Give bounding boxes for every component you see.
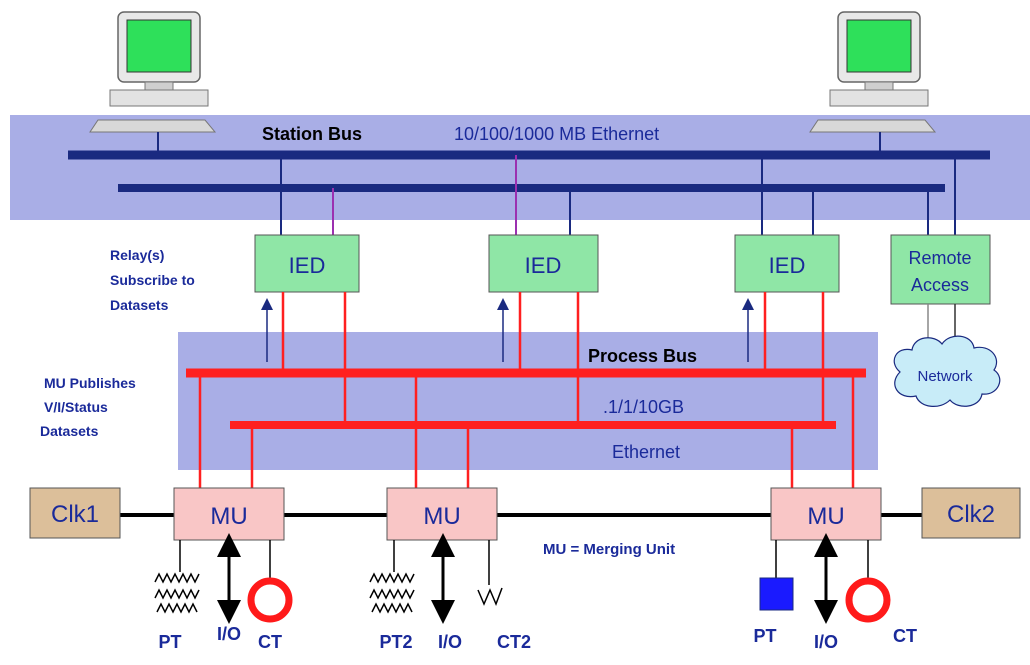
merging-unit-2: MU xyxy=(386,487,498,541)
mu-publishes-line1: MU Publishes xyxy=(44,375,136,391)
ied-3: IED xyxy=(734,234,840,293)
process-bus-band xyxy=(178,332,878,470)
mu-3-label: MU xyxy=(807,503,844,530)
remote-access-line2: Access xyxy=(911,275,969,295)
workstation-right-icon xyxy=(809,11,937,133)
process-bus-label: Process Bus xyxy=(588,346,697,366)
clock-2-label: Clk2 xyxy=(947,501,995,528)
clock-1-label: Clk1 xyxy=(51,501,99,528)
workstation-left-icon xyxy=(89,11,217,133)
pt-winding-2-icon xyxy=(369,572,415,614)
mu-publishes-annotation: MU Publishes V/I/Status Datasets xyxy=(40,375,136,439)
process-ethernet-label: Ethernet xyxy=(612,442,680,462)
ct-ring-3-icon xyxy=(845,577,891,623)
ied-2: IED xyxy=(488,234,599,293)
ied-1-label: IED xyxy=(289,253,326,278)
ct2-symbol-icon xyxy=(477,587,503,607)
pt-square-icon xyxy=(759,577,794,611)
mu-1-pt-label: PT xyxy=(158,632,181,652)
mu-publishes-line3: Datasets xyxy=(40,423,99,439)
ct-ring-1-icon xyxy=(247,577,293,623)
ied-2-label: IED xyxy=(525,253,562,278)
mu-2-ct-label: CT2 xyxy=(497,632,531,652)
process-speed-label: .1/1/10GB xyxy=(603,397,684,417)
relay-annotation-line1: Relay(s) xyxy=(110,247,164,263)
merging-unit-3: MU xyxy=(770,487,882,541)
mu-publishes-line2: V/I/Status xyxy=(44,399,108,415)
mu-3-ct-label: CT xyxy=(893,626,917,646)
ied-3-label: IED xyxy=(769,253,806,278)
pt-winding-1-icon xyxy=(154,572,200,614)
relay-annotation-line2: Subscribe to xyxy=(110,272,195,288)
remote-access-box: Remote Access xyxy=(890,234,991,305)
mu-2-pt-label: PT2 xyxy=(379,632,412,652)
mu-3-pt-label: PT xyxy=(753,626,776,646)
mu-1-label: MU xyxy=(210,503,247,530)
mu-2-label: MU xyxy=(423,503,460,530)
clock-2-box: Clk2 xyxy=(921,487,1021,539)
station-ethernet-label: 10/100/1000 MB Ethernet xyxy=(454,124,659,144)
relay-annotation: Relay(s) Subscribe to Datasets xyxy=(110,247,195,313)
station-bus-label: Station Bus xyxy=(262,124,362,144)
mu-2-io-label: I/O xyxy=(438,632,462,652)
mu-1-ct-label: CT xyxy=(258,632,282,652)
ied-1: IED xyxy=(254,234,360,293)
clock-1-box: Clk1 xyxy=(29,487,121,539)
mu-3-io-label: I/O xyxy=(814,632,838,652)
mu-definition: MU = Merging Unit xyxy=(543,541,675,558)
merging-unit-1: MU xyxy=(173,487,285,541)
network-cloud-icon: Network xyxy=(893,335,1001,407)
remote-access-line1: Remote xyxy=(908,248,971,268)
relay-annotation-line3: Datasets xyxy=(110,297,169,313)
mu-1-io-label: I/O xyxy=(217,624,241,644)
network-label: Network xyxy=(917,368,973,385)
